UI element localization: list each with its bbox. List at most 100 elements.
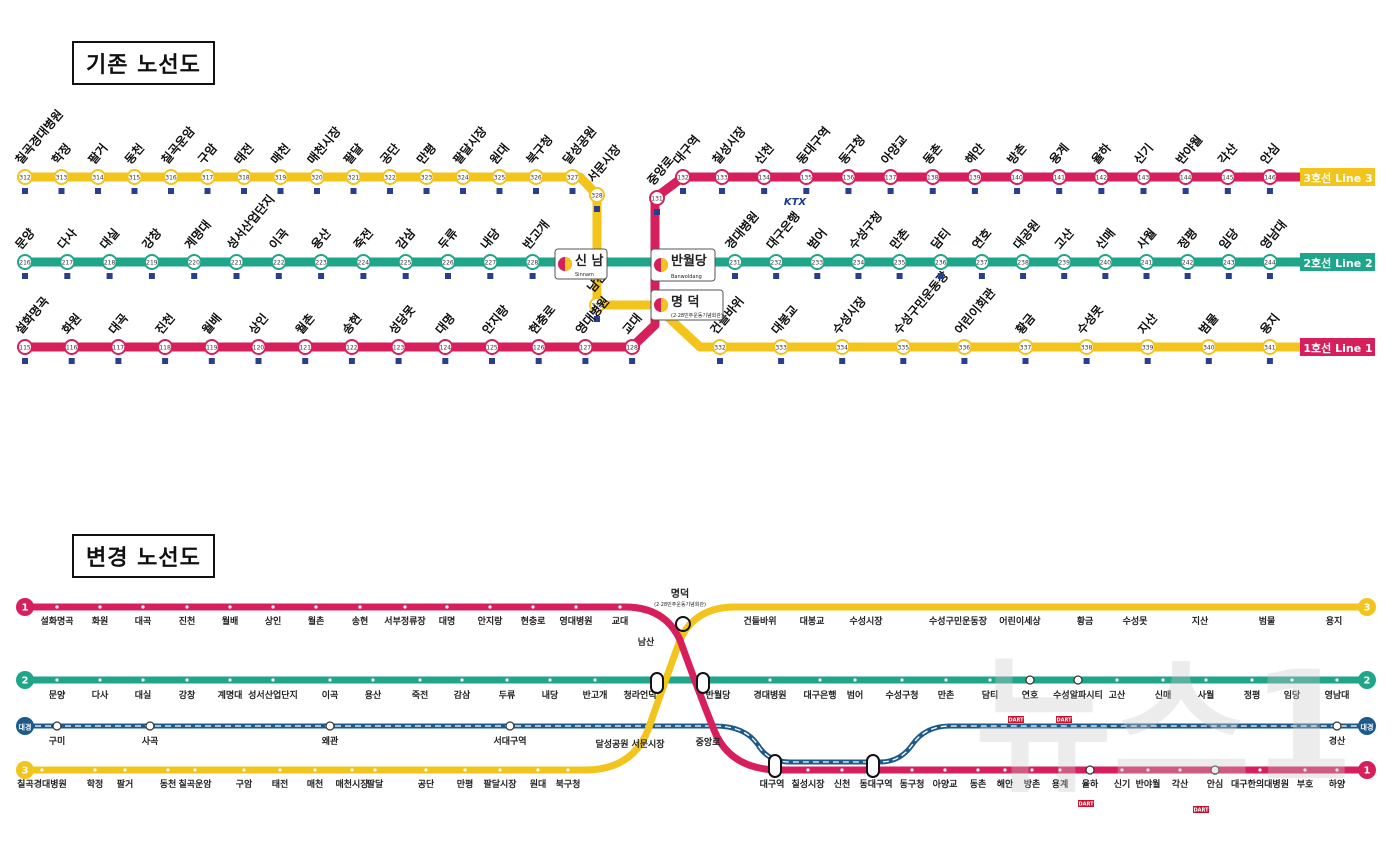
station-name: 죽전 [350,225,376,252]
station-dot [313,768,317,772]
exit-icon [148,273,155,279]
station-number: 127 [580,345,592,352]
exit-icon [64,273,71,279]
station-name: 서대구역 [493,735,526,747]
station-name: 경대병원 [722,208,762,251]
myeongdeok-sub: (2·28민주운동기념회관) [671,312,723,319]
exit-icon [900,358,907,364]
line1-tag-text: 1호선 Line 1 [1303,341,1372,355]
exit-icon [208,358,215,364]
station-number: 236 [935,260,947,267]
station-name: 사곡 [142,735,159,747]
exit-icon [277,188,284,194]
old-map-heading: 기존 노선도 [72,41,215,85]
station-name: 어린이회관 [951,285,998,337]
station-name: 남산 [638,636,655,648]
station-number: 334 [836,345,848,352]
station-name: 강창 [179,689,196,701]
exit-icon [106,273,113,279]
station-name: 건들바위 [743,615,776,627]
exit-icon [348,358,355,364]
station-marker [1177,169,1194,185]
myeongdeok-sub: (2·28민주운동기념회관) [654,601,706,608]
dart-badge [1008,716,1024,723]
l2-left-terminal [16,671,34,689]
exit-icon [1061,273,1068,279]
station-number: 139 [969,175,981,182]
station-name: 영남대 [1325,689,1350,701]
station-dot [548,678,552,682]
exit-icon [1144,358,1151,364]
station-name: 이곡 [322,689,339,701]
station-number: 341 [1264,345,1276,352]
station-marker [309,169,325,185]
l2-right-terminal [1358,671,1376,689]
exit-icon [1143,273,1150,279]
station-dot [145,721,155,731]
station-number: 333 [775,345,787,352]
station-dot [1178,768,1182,772]
station-marker [186,254,203,270]
station-dot [1058,768,1062,772]
banwoldang-box [650,248,716,282]
station-name: 방촌 [1024,778,1041,790]
exit-icon [241,188,247,194]
exit-icon [68,358,75,364]
station-number: 124 [440,345,452,352]
station-marker [1179,254,1196,270]
station-marker [355,254,372,270]
station-dot [806,768,810,772]
station-dot [1003,768,1007,772]
station-dot [242,768,246,772]
station-number: 223 [315,260,327,267]
station-dot [328,678,332,682]
station-dot [593,678,597,682]
station-marker [924,169,941,185]
station-number: 121 [299,345,311,352]
station-dot [55,678,59,682]
station-name: 만촌 [938,689,955,701]
exit-icon [445,273,451,279]
station-name: 팔달시장 [483,778,517,790]
exit-icon [887,188,894,194]
station-dot [93,768,97,772]
station-dot [185,605,189,609]
station-name: 두류 [499,690,516,701]
station-marker [199,169,216,185]
station-number: 140 [1011,175,1023,182]
station-number: 231 [729,260,741,267]
station-marker [90,169,106,185]
exit-icon [58,188,65,194]
dart-badge [1056,716,1072,723]
station-name: 방촌 [1004,140,1030,167]
station-marker [101,254,118,270]
station-name: 화원 [92,615,109,627]
myeongdeok-label: 명덕 [671,587,689,600]
station-name: 화원 [59,310,85,337]
station-dot [536,768,540,772]
exit-icon [423,188,430,194]
station-marker [270,254,287,270]
station-number: 321 [348,175,360,182]
station-dot [768,678,772,682]
station-marker [895,339,912,355]
station-name: 죽전 [412,689,429,701]
station-name: 해안 [962,140,988,167]
station-number: 337 [1020,345,1032,352]
exit-icon [115,358,122,364]
station-name: 대봉교 [769,303,801,337]
station-marker [840,169,857,185]
